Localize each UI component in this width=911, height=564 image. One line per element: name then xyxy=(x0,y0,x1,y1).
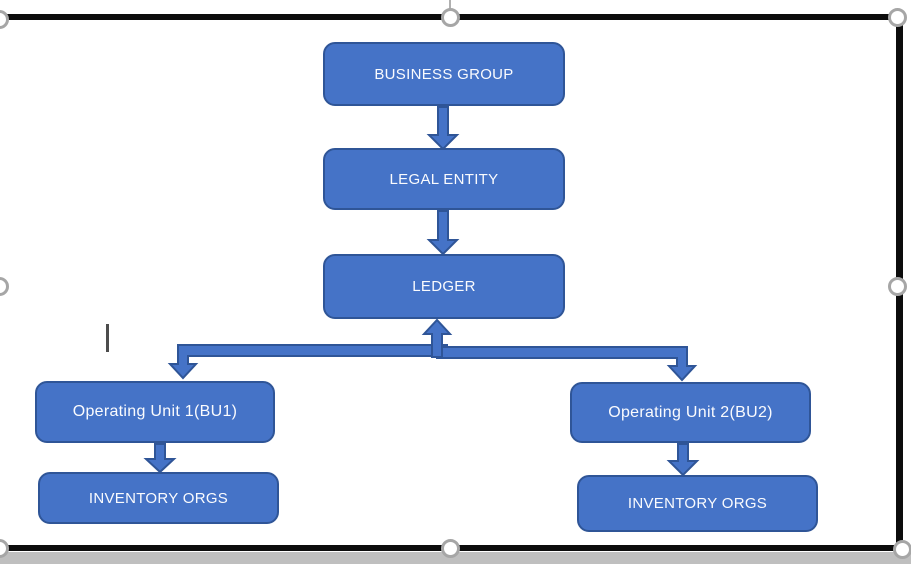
arrow-business-group-to-legal-entity[interactable] xyxy=(426,106,460,151)
node-ledger-label: LEDGER xyxy=(412,278,476,295)
arrow-operating-unit-2-to-inventory-orgs[interactable] xyxy=(666,443,700,477)
resize-handle-top-center[interactable] xyxy=(441,8,460,27)
node-inventory-orgs-left[interactable]: INVENTORY ORGS xyxy=(38,472,279,524)
arrow-legal-entity-to-ledger[interactable] xyxy=(426,210,460,256)
resize-handle-bottom-left[interactable] xyxy=(0,539,9,558)
elbow-arrow-ledger-to-operating-unit-1[interactable] xyxy=(167,344,448,380)
node-legal-entity-label: LEGAL ENTITY xyxy=(389,170,499,188)
node-inventory-orgs-left-label: INVENTORY ORGS xyxy=(88,489,229,507)
node-business-group[interactable]: BUSINESS GROUP xyxy=(323,42,565,106)
node-business-group-label: BUSINESS GROUP xyxy=(374,65,514,83)
node-operating-unit-2[interactable]: Operating Unit 2(BU2) xyxy=(570,382,811,443)
arrow-operating-unit-1-to-inventory-orgs[interactable] xyxy=(143,443,177,474)
rotation-handle-stem xyxy=(449,0,451,10)
bottom-gray-strip xyxy=(0,552,911,564)
resize-handle-middle-left[interactable] xyxy=(0,277,9,296)
node-operating-unit-1-label: Operating Unit 1(BU1) xyxy=(72,403,238,420)
node-inventory-orgs-right-label: INVENTORY ORGS xyxy=(627,495,768,512)
node-ledger[interactable]: LEDGER xyxy=(323,254,565,319)
node-inventory-orgs-right[interactable]: INVENTORY ORGS xyxy=(577,475,818,532)
resize-handle-top-left[interactable] xyxy=(0,10,9,29)
text-cursor xyxy=(106,324,109,352)
node-legal-entity[interactable]: LEGAL ENTITY xyxy=(323,148,565,210)
node-operating-unit-1[interactable]: Operating Unit 1(BU1) xyxy=(35,381,275,443)
resize-handle-middle-right[interactable] xyxy=(888,277,907,296)
elbow-arrow-ledger-to-operating-unit-2[interactable] xyxy=(436,346,698,382)
node-operating-unit-2-label: Operating Unit 2(BU2) xyxy=(608,403,773,421)
resize-handle-bottom-center[interactable] xyxy=(441,539,460,558)
arrow-branch-bar-to-ledger-up[interactable] xyxy=(421,318,453,358)
resize-handle-top-right[interactable] xyxy=(888,8,907,27)
resize-handle-bottom-right[interactable] xyxy=(893,540,911,559)
